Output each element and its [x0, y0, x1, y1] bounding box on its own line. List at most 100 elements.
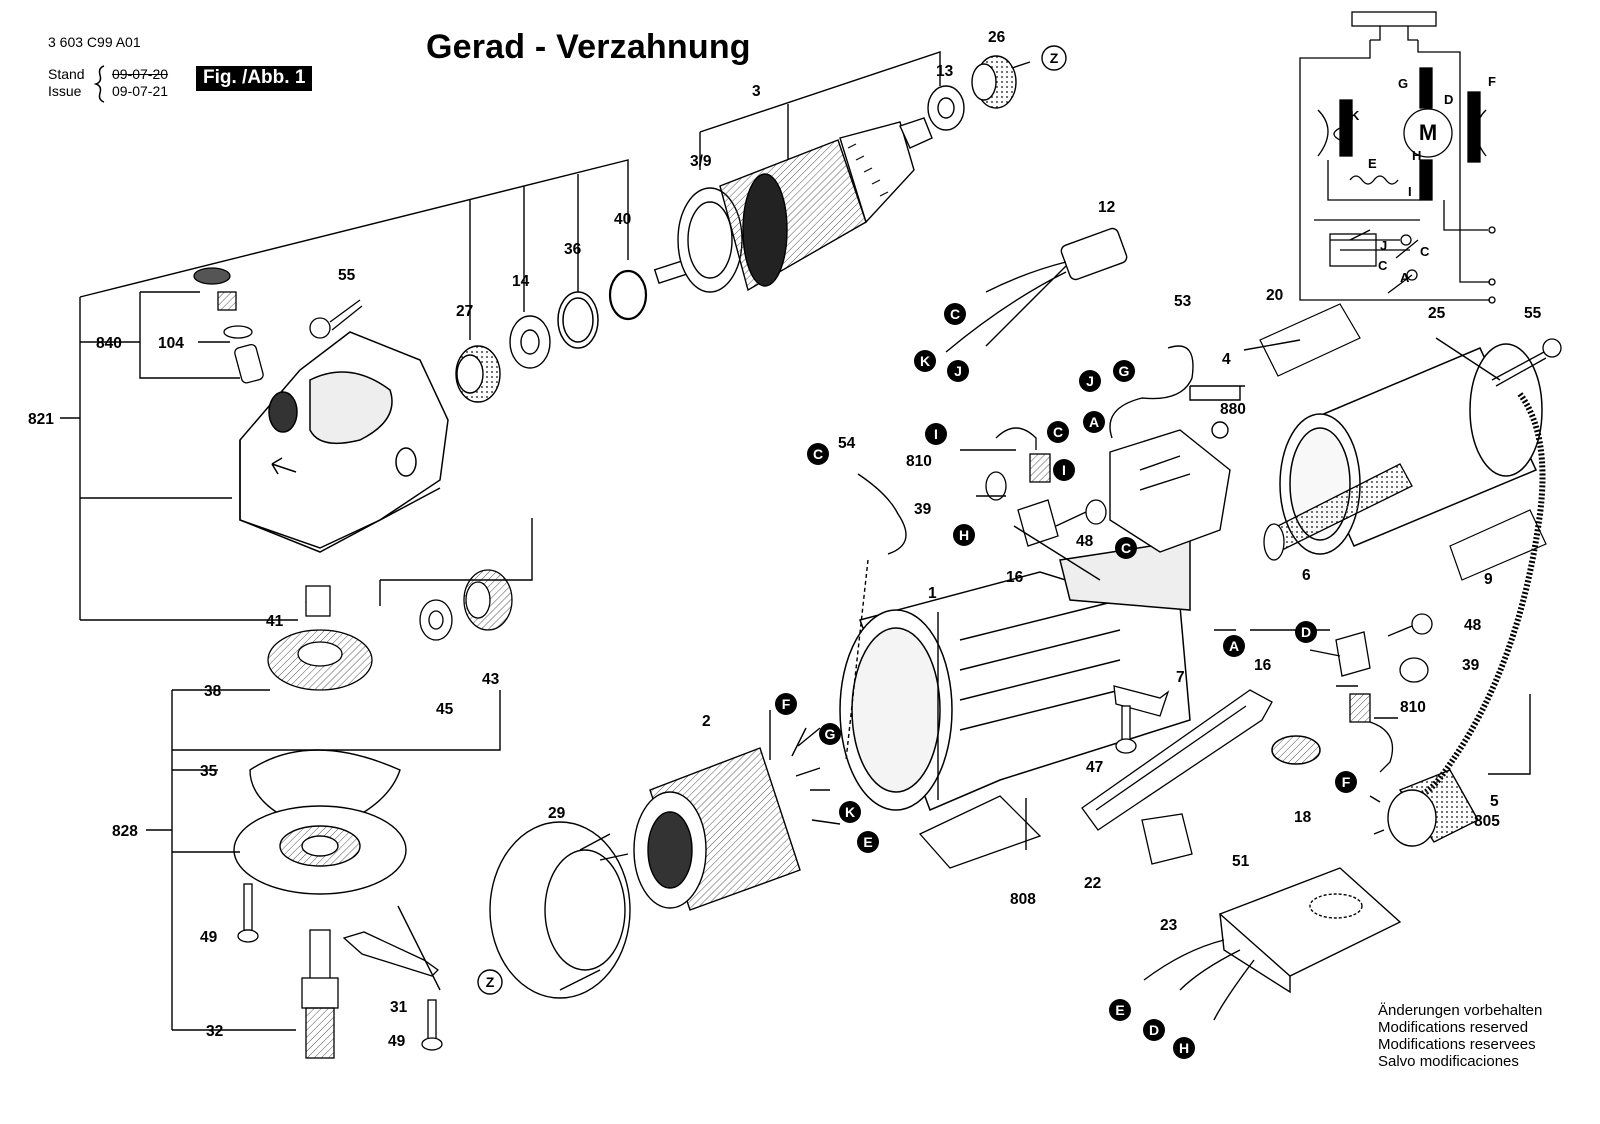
issue-label: Issue [48, 83, 82, 99]
power-cord-5 [1419, 392, 1546, 797]
label-45: 45 [436, 701, 454, 718]
connector-k-12: K [914, 350, 936, 372]
svg-text:I: I [934, 426, 938, 442]
field-winding-2 [633, 710, 841, 911]
screw-49b [421, 999, 443, 1051]
svg-text:H: H [1179, 1040, 1189, 1056]
svg-text:F: F [1488, 74, 1496, 89]
modifications-en: Modifications reserved [1378, 1019, 1529, 1036]
svg-text:C: C [950, 306, 960, 322]
marker-z-top: Z [1041, 45, 1067, 71]
connector-h-51: H [1173, 1037, 1195, 1059]
label-18: 18 [1294, 809, 1312, 826]
connector-j-4: J [1079, 370, 1101, 392]
label-51: 51 [1232, 853, 1250, 870]
connector-e-2: E [857, 831, 879, 853]
screw-47 [1115, 705, 1137, 754]
connector-c-4-lower: C [1115, 537, 1137, 559]
svg-text:H: H [1412, 148, 1421, 163]
label-39-right: 39 [1462, 657, 1480, 674]
date-brace [93, 65, 105, 103]
clamp-nut-43 [463, 569, 513, 631]
label-7: 7 [1176, 669, 1185, 686]
label-3-9: 3/9 [690, 153, 712, 170]
connector-h-16: H [953, 524, 975, 546]
label-48-right: 48 [1464, 617, 1482, 634]
bearing-flange-828 [233, 805, 407, 895]
svg-text:E: E [863, 834, 872, 850]
stand-date: 09-07-20 [112, 66, 169, 82]
svg-text:K: K [1350, 108, 1360, 123]
washer-36 [557, 291, 599, 349]
connector-c-54: C [807, 443, 829, 465]
document-number: 3 603 C99 A01 [48, 34, 141, 50]
label-47: 47 [1086, 759, 1103, 776]
svg-text:C: C [1378, 258, 1388, 273]
label-104: 104 [158, 335, 184, 352]
wiring-schematic [1299, 11, 1496, 304]
screw-48b [1387, 613, 1433, 637]
label-41: 41 [266, 613, 284, 630]
svg-text:C: C [813, 446, 823, 462]
connector-a-4: A [1083, 411, 1105, 433]
sleeve-26 [971, 55, 1017, 109]
svg-text:A: A [1089, 414, 1099, 430]
connector-d-16: D [1295, 621, 1317, 643]
svg-text:D: D [1149, 1022, 1159, 1038]
svg-text:A: A [1229, 638, 1239, 654]
label-49-upper: 49 [200, 929, 218, 946]
svg-text:J: J [954, 363, 962, 379]
label-808: 808 [1010, 891, 1036, 908]
spring-18 [1271, 735, 1321, 765]
carbon-brush-810b [1349, 693, 1394, 773]
label-55-right: 55 [1524, 305, 1542, 322]
connector-markers: C K J G J C A I I H C C A D F G K E F E … [477, 45, 1357, 1059]
label-32: 32 [206, 1023, 223, 1040]
carbon-brush-810a [995, 427, 1051, 483]
svg-text:J: J [1380, 238, 1387, 253]
diagram-title: Gerad - Verzahnung [426, 28, 751, 66]
bearing-14 [509, 315, 551, 369]
svg-text:E: E [1115, 1002, 1124, 1018]
label-48-left: 48 [1076, 533, 1094, 550]
spring-plate-31 [342, 931, 440, 977]
svg-text:K: K [920, 353, 930, 369]
cable-sleeve-6 [1263, 463, 1413, 561]
label-13: 13 [936, 63, 954, 80]
connector-c-4: C [1047, 421, 1069, 443]
label-27: 27 [456, 303, 473, 320]
label-55-top: 55 [338, 267, 356, 284]
connector-d-51: D [1143, 1019, 1165, 1041]
label-4: 4 [1222, 351, 1231, 368]
modifications-de: Änderungen vorbehalten [1378, 1002, 1543, 1019]
clip-7 [1113, 685, 1170, 717]
slide-button-23 [1141, 813, 1193, 865]
stand-issue-labels: Stand Issue [48, 66, 85, 100]
spindle-32 [301, 929, 339, 1059]
svg-text:G: G [825, 726, 836, 742]
connector-k-2: K [839, 801, 861, 823]
motor-label: M [1419, 120, 1437, 145]
motor-housing-1 [839, 539, 1191, 812]
label-805: 805 [1474, 813, 1500, 830]
label-16-left: 16 [1006, 569, 1024, 586]
modifications-es: Salvo modificaciones [1378, 1053, 1519, 1070]
cable-53 [1109, 345, 1194, 439]
nut-41 [305, 585, 331, 617]
svg-text:C: C [1053, 424, 1063, 440]
gasket-35 [249, 749, 401, 821]
modifications-fr: Modifications reservees [1378, 1036, 1536, 1053]
label-6: 6 [1302, 567, 1311, 584]
label-40: 40 [614, 211, 631, 228]
label-54: 54 [838, 435, 856, 452]
svg-text:H: H [959, 527, 969, 543]
stand-issue-dates: 09-07-20 09-07-21 [112, 66, 168, 100]
screw-49a [237, 883, 259, 943]
bevel-gear-38 [267, 629, 373, 691]
part-number-labels: 26 13 3 3/9 40 36 14 27 55 840 104 821 4… [28, 29, 1542, 1050]
label-16-right: 16 [1254, 657, 1272, 674]
label-39-left: 39 [914, 501, 932, 518]
gear-housing [239, 331, 449, 553]
armature [653, 117, 933, 293]
label-22: 22 [1084, 875, 1101, 892]
